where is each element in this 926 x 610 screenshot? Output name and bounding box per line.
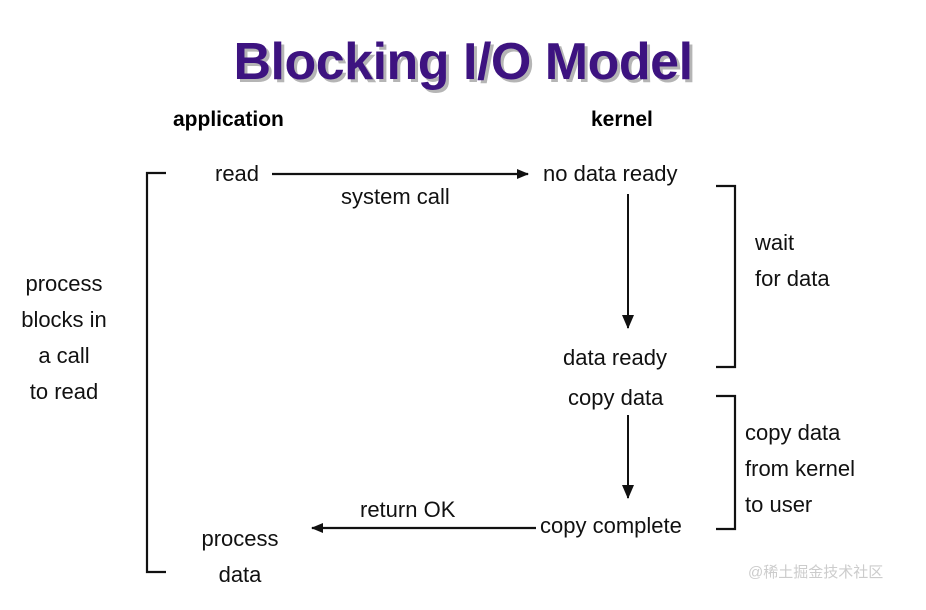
- annotation-copy-line1: copy data: [745, 420, 841, 445]
- annotation-copy-line3: to user: [745, 492, 813, 517]
- label-system-call: system call: [341, 184, 450, 209]
- annotation-process-blocks: process blocks in a call to read: [0, 266, 128, 410]
- annotation-copy-from-kernel: copy data from kernel to user: [745, 415, 920, 523]
- annotation-blocks-line3: a call: [38, 343, 90, 368]
- annotation-wait-line1: wait: [755, 230, 795, 255]
- label-read: read: [215, 161, 260, 186]
- column-header-kernel: kernel: [591, 108, 653, 131]
- label-process-data-line1: process: [201, 526, 279, 551]
- page-title: Blocking I/O Model: [233, 33, 693, 91]
- annotation-wait-for-data: wait for data: [755, 225, 915, 297]
- label-return-ok: return OK: [360, 497, 456, 522]
- bracket-copy-from-kernel: [716, 394, 737, 531]
- bracket-wait-for-data: [716, 184, 737, 369]
- annotation-blocks-line4: to read: [29, 379, 99, 404]
- annotation-blocks-line2: blocks in: [21, 307, 107, 332]
- label-copy-data: copy data: [568, 385, 664, 410]
- bracket-process-blocks: [145, 171, 166, 574]
- label-process-data: process data: [178, 521, 302, 593]
- column-header-application: application: [173, 108, 284, 131]
- label-process-data-line2: data: [218, 562, 262, 587]
- label-no-data-ready: no data ready: [543, 161, 678, 186]
- label-copy-complete: copy complete: [540, 513, 682, 538]
- watermark: @稀土掘金技术社区: [748, 564, 884, 581]
- annotation-blocks-line1: process: [25, 271, 103, 296]
- annotation-wait-line2: for data: [755, 266, 830, 291]
- annotation-copy-line2: from kernel: [745, 456, 856, 481]
- label-data-ready: data ready: [563, 345, 667, 370]
